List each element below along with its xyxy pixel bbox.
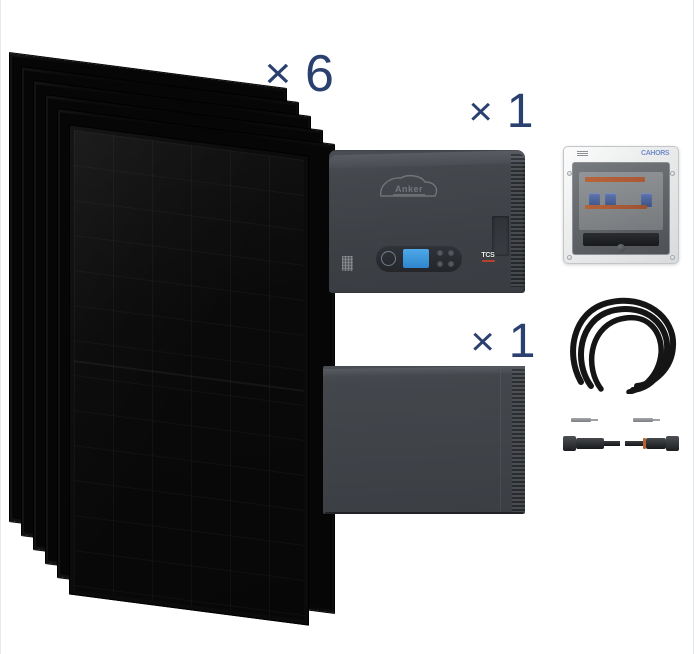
- inverter-certification-badge: TCS: [477, 251, 499, 264]
- inverter-button-up[interactable]: [437, 250, 443, 256]
- battery-body: [323, 366, 525, 514]
- inverter-brand-logo-icon: Anker: [373, 172, 445, 206]
- mc4-crimp-pin-male-icon: [571, 418, 598, 422]
- mc4-female-orange-ring: [643, 438, 646, 449]
- mc4-crimp-pin-female-icon: [633, 418, 660, 422]
- solar-cell-grid: [74, 130, 304, 620]
- quantity-label-battery: × 1: [470, 315, 536, 368]
- battery-seam: [500, 370, 501, 511]
- inverter-button-down[interactable]: [437, 261, 443, 267]
- inverter-vent-icon: [511, 154, 525, 287]
- breaker-switch-1[interactable]: [589, 193, 600, 207]
- solar-panel-stack: [9, 51, 335, 626]
- mc4-connector-female: [625, 436, 683, 451]
- mc4-female-barrel: [646, 438, 666, 449]
- enclosure-brand-mark: CAHORS: [641, 150, 670, 157]
- enclosure-lower-slot: [583, 233, 659, 246]
- multiply-symbol-icon: ×: [470, 320, 496, 364]
- mc4-male-barrel: [576, 438, 604, 449]
- solar-panel-front: [69, 124, 309, 626]
- enclosure-vent-icon: [577, 151, 588, 157]
- mc4-connector-pair: [557, 410, 685, 470]
- enclosure-label-strip-bottom: [585, 205, 647, 209]
- inverter-qr-code-icon: [342, 256, 353, 271]
- breaker-switch-2[interactable]: [605, 193, 616, 207]
- battery-vent-icon: [512, 369, 525, 512]
- mc4-female-tip: [625, 441, 643, 446]
- quantity-count: 1: [506, 85, 534, 138]
- quantity-label-solar-panels: × 6: [264, 45, 335, 103]
- enclosure-label-strip-top: [585, 177, 645, 182]
- quantity-count: 6: [305, 45, 335, 103]
- quantity-label-inverter: × 1: [468, 85, 534, 138]
- solar-cable-coil: [563, 296, 683, 395]
- inverter-button-left[interactable]: [448, 250, 454, 256]
- enclosure-screw-top-right: [670, 171, 675, 176]
- protection-enclosure: CAHORS: [563, 146, 679, 264]
- enclosure-screw-bottom-left: [567, 255, 572, 260]
- svg-text:Anker: Anker: [395, 184, 423, 194]
- inverter-control-panel: [376, 245, 462, 272]
- inverter-side-port: [492, 216, 509, 256]
- enclosure-screw-bottom-right: [670, 255, 675, 260]
- power-ring-icon: [381, 251, 396, 266]
- inverter-button-right[interactable]: [448, 261, 454, 267]
- enclosure-din-rail-area: [579, 172, 663, 230]
- multiply-symbol-icon: ×: [264, 49, 292, 98]
- mc4-male-tip: [604, 441, 620, 446]
- quantity-count: 1: [508, 315, 536, 368]
- enclosure-screw-top-left: [567, 171, 572, 176]
- battery-module: [323, 366, 525, 514]
- breaker-switch-3[interactable]: [641, 193, 652, 207]
- multiply-symbol-icon: ×: [468, 90, 494, 134]
- hybrid-inverter: Anker TCS: [329, 150, 525, 293]
- inverter-lcd-screen: [403, 249, 429, 268]
- mc4-connector-male: [563, 436, 621, 451]
- enclosure-latch-icon[interactable]: [617, 244, 625, 252]
- mc4-male-nut: [563, 436, 576, 451]
- battery-base-shadow: [325, 512, 523, 514]
- mc4-female-nut: [666, 436, 679, 451]
- enclosure-transparent-door[interactable]: [572, 162, 670, 255]
